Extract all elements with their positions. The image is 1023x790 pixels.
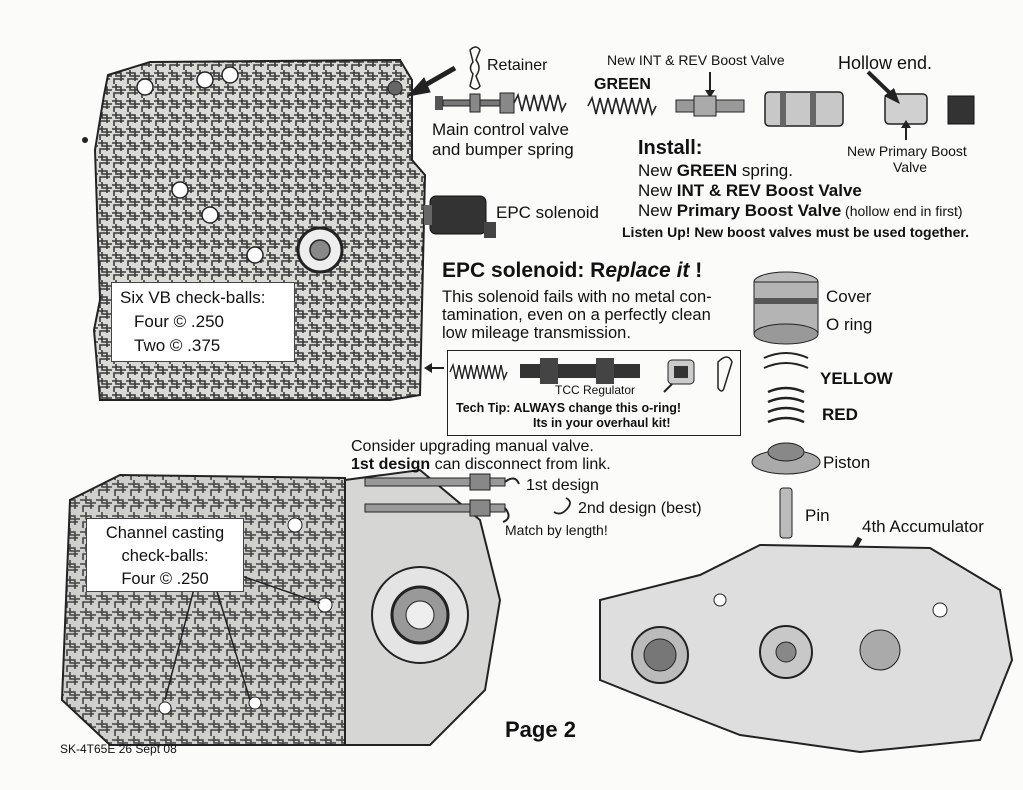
channel-checkballs-line-1: Channel casting bbox=[105, 524, 225, 542]
tcc-regulator-parts bbox=[424, 356, 733, 393]
vb-checkballs-title: Six VB check-balls: bbox=[120, 288, 266, 307]
int-rev-boost-valve bbox=[675, 72, 745, 117]
cover-label: Cover bbox=[826, 287, 872, 306]
main-control-label-2: and bumper spring bbox=[432, 140, 574, 159]
yellow-spring-label: YELLOW bbox=[820, 369, 893, 388]
listen-up-note: Listen Up! New boost valves must be used… bbox=[622, 224, 969, 240]
manual-valves bbox=[364, 473, 571, 523]
epc-text-2: tamination, even on a perfectly clean bbox=[442, 306, 711, 324]
footer-code: SK-4T65E 26 Sept 08 bbox=[60, 742, 177, 756]
page-number: Page 2 bbox=[505, 717, 576, 742]
accumulator-label: 4th Accumulator bbox=[862, 517, 984, 536]
channel-checkballs-line-2: check-balls: bbox=[121, 547, 209, 566]
manual-valve-note-2: 1st design can disconnect from link. bbox=[351, 456, 611, 473]
epc-solenoid bbox=[424, 195, 496, 238]
case-half-illustration bbox=[599, 543, 1014, 754]
o-ring-label: O ring bbox=[826, 315, 873, 334]
tcc-regulator-label: TCC Regulator bbox=[555, 383, 636, 397]
main-control-label-1: Main control valve bbox=[432, 120, 570, 139]
channel-checkballs-callout: Channel casting check-balls: Four © .250 bbox=[86, 518, 244, 592]
channel-checkballs-line-3: Four © .250 bbox=[121, 570, 209, 589]
epc-text-3: low mileage transmission. bbox=[442, 324, 631, 342]
epc-text-1: This solenoid fails with no metal con- bbox=[442, 288, 712, 306]
main-control-valve bbox=[435, 92, 567, 114]
install-line-3: New Primary Boost Valve (hollow end in f… bbox=[638, 201, 963, 220]
piston-label: Piston bbox=[823, 453, 871, 472]
vb-checkballs-row-2: Two © .375 bbox=[134, 335, 221, 355]
tech-tip-1: Tech Tip: ALWAYS change this o-ring! bbox=[456, 401, 682, 415]
primary-boost-sleeve bbox=[764, 91, 844, 127]
red-spring-label: RED bbox=[822, 405, 858, 424]
primary-boost-valve bbox=[866, 70, 928, 140]
install-line-2: New INT & REV Boost Valve bbox=[638, 181, 862, 200]
retainer-clip bbox=[469, 46, 481, 90]
epc-heading: EPC solenoid: Replace it ! bbox=[442, 259, 703, 282]
hollow-end-label: Hollow end. bbox=[838, 53, 933, 73]
tech-tip-2: Its in your overhaul kit! bbox=[533, 416, 671, 430]
manual-valve-note-1: Consider upgrading manual valve. bbox=[351, 438, 594, 455]
epc-solenoid-label: EPC solenoid bbox=[496, 203, 600, 222]
int-rev-label: New INT & REV Boost Valve bbox=[607, 52, 785, 68]
end-plug bbox=[947, 95, 975, 125]
install-line-1: New GREEN spring. bbox=[638, 161, 793, 180]
install-heading: Install: bbox=[638, 137, 703, 159]
first-design-label: 1st design bbox=[526, 477, 599, 494]
retainer-label: Retainer bbox=[487, 57, 548, 74]
second-design-label: 2nd design (best) bbox=[578, 500, 702, 517]
pin-label: Pin bbox=[805, 506, 830, 525]
vb-checkballs-callout: Six VB check-balls: Four © .250 Two © .3… bbox=[111, 282, 295, 362]
primary-boost-label-1: New Primary Boost bbox=[847, 143, 967, 159]
green-label: GREEN bbox=[594, 76, 651, 93]
green-spring bbox=[587, 95, 657, 117]
match-length-label: Match by length! bbox=[505, 522, 608, 538]
tcc-tip-box bbox=[447, 350, 741, 436]
vb-checkballs-row-1: Four © .250 bbox=[134, 311, 225, 331]
primary-boost-label-2: Valve bbox=[893, 159, 927, 175]
